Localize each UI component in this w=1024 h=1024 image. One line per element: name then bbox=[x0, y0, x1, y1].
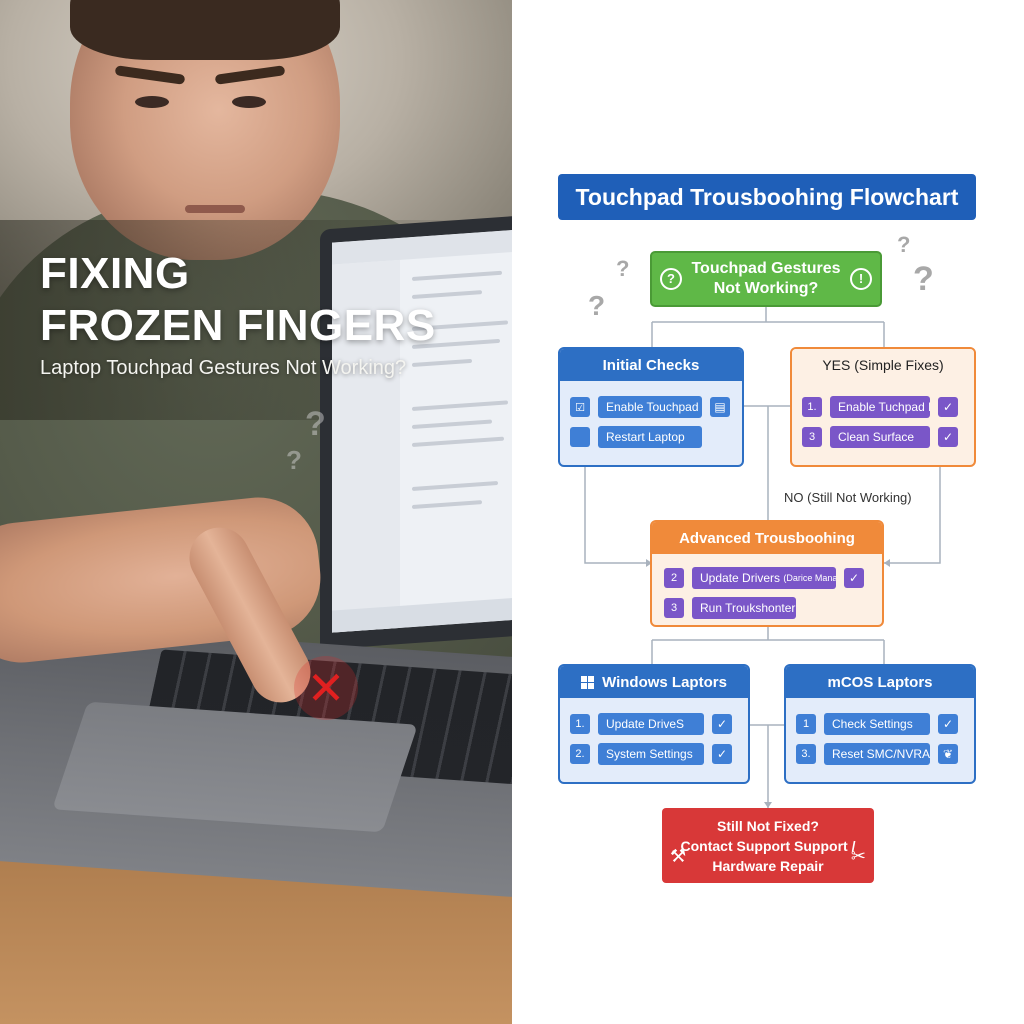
hero-title-line2: FROZEN FINGERS bbox=[40, 301, 436, 350]
hero-photo: ✕ ? ? bbox=[0, 0, 512, 1024]
step-number: 3 bbox=[802, 427, 822, 447]
list-item: 2 Update Drivers (Darice Manage) ✓ bbox=[664, 566, 870, 590]
item-label: Clean Surface bbox=[830, 426, 930, 448]
check-icon: ✓ bbox=[938, 397, 958, 417]
shield-icon: ❦ bbox=[938, 744, 958, 764]
item-label: System Settings bbox=[598, 743, 704, 765]
person-eye-left bbox=[135, 96, 169, 108]
connector-start-split bbox=[651, 307, 885, 347]
windows-logo-icon bbox=[581, 675, 595, 689]
screen-line bbox=[412, 436, 504, 448]
screen-line bbox=[412, 358, 472, 368]
arrowhead bbox=[884, 559, 890, 567]
step-number: 3. bbox=[796, 744, 816, 764]
clipboard-icon: ▤ bbox=[710, 397, 730, 417]
screen-line bbox=[412, 419, 492, 430]
hero-title: FIXING FROZEN FINGERS bbox=[40, 248, 436, 352]
step-number: 1. bbox=[570, 714, 590, 734]
tools-icon: ⚒ bbox=[670, 846, 687, 866]
laptop-touchpad bbox=[52, 701, 418, 833]
check-icon: ✓ bbox=[938, 714, 958, 734]
no-branch-label: NO (Still Not Working) bbox=[784, 490, 912, 505]
step-number: 2. bbox=[570, 744, 590, 764]
list-item: 3 Clean Surface ✓ bbox=[802, 425, 964, 449]
list-item: ☑ Enable Touchpad ▤ bbox=[570, 395, 732, 419]
windows-title: Windows Laptors bbox=[602, 673, 727, 691]
initial-checks-node: Initial Checks ☑ Enable Touchpad ▤ Resta… bbox=[558, 347, 744, 467]
connector-yes-advanced bbox=[884, 467, 941, 564]
macos-title: mCOS Laptors bbox=[786, 666, 974, 698]
step-number: 2 bbox=[664, 568, 684, 588]
question-mark-icon: ? bbox=[897, 232, 911, 257]
step-number: 1. bbox=[802, 397, 822, 417]
initial-checks-title: Initial Checks bbox=[560, 349, 742, 381]
item-label: Enable Touchpad bbox=[598, 396, 702, 418]
list-item: Restart Laptop bbox=[570, 425, 732, 449]
start-node: ? Touchpad Gestures Not Working? ! bbox=[650, 251, 882, 307]
advanced-node: Advanced Trousboohing 2 Update Drivers (… bbox=[650, 520, 884, 627]
macos-node: mCOS Laptors 1 Check Settings ✓ 3. Reset… bbox=[784, 664, 976, 784]
flowchart-title: Touchpad Trousboohing Flowchart bbox=[558, 174, 976, 220]
checkbox-icon: ☑ bbox=[570, 397, 590, 417]
final-node: ⚒ Still Not Fixed? Contact Support Suppo… bbox=[662, 808, 874, 883]
list-item: 2. System Settings ✓ bbox=[570, 742, 738, 766]
windows-header: Windows Laptors bbox=[560, 666, 748, 698]
question-mark-icon: ? bbox=[588, 290, 606, 321]
wrench-icon: ✂ bbox=[850, 846, 866, 866]
final-line3: Hardware Repair bbox=[712, 857, 824, 874]
exclamation-circle-icon: ! bbox=[850, 268, 872, 290]
simple-fixes-node: YES (Simple Fixes) 1. Enable Tuchpad Fnr… bbox=[790, 347, 976, 467]
list-item: 1. Update DriveS ✓ bbox=[570, 712, 738, 736]
connector-os-split bbox=[651, 627, 885, 664]
final-line2: Contact Support Support / bbox=[680, 837, 856, 854]
person-eye-right bbox=[232, 96, 266, 108]
start-line1: Touchpad Gestures bbox=[691, 260, 841, 277]
check-icon: ✓ bbox=[938, 427, 958, 447]
list-item: 3. Reset SMC/NVRAM) ❦ bbox=[796, 742, 964, 766]
check-icon: ✓ bbox=[712, 714, 732, 734]
screen-line bbox=[412, 500, 482, 510]
list-item: 1. Enable Tuchpad Fnr ✓ bbox=[802, 395, 964, 419]
item-label: Reset SMC/NVRAM) bbox=[824, 743, 930, 765]
item-label-main: Update Drivers bbox=[700, 571, 781, 585]
item-label: Restart Laptop bbox=[598, 426, 702, 448]
question-mark-icon: ? bbox=[616, 256, 630, 281]
windows-node: Windows Laptors 1. Update DriveS ✓ 2. Sy… bbox=[558, 664, 750, 784]
connector-final bbox=[750, 724, 784, 808]
item-label: Run Troukshonter bbox=[692, 597, 796, 619]
item-label-sub: (Darice Manage) bbox=[783, 573, 836, 583]
blank-marker-icon bbox=[570, 427, 590, 447]
step-number: 3 bbox=[664, 598, 684, 618]
connector-initial-advanced bbox=[584, 467, 650, 564]
person-hair bbox=[70, 0, 340, 60]
list-item: 1 Check Settings ✓ bbox=[796, 712, 964, 736]
start-line2: Not Working? bbox=[713, 280, 819, 297]
screen-line bbox=[412, 481, 498, 492]
step-number: 1 bbox=[796, 714, 816, 734]
question-mark-icon: ? bbox=[913, 260, 934, 298]
screen-line bbox=[412, 400, 508, 412]
item-label: Update Drivers (Darice Manage) bbox=[692, 567, 836, 589]
question-circle-icon: ? bbox=[660, 268, 682, 290]
check-icon: ✓ bbox=[712, 744, 732, 764]
final-line1: Still Not Fixed? bbox=[717, 817, 819, 834]
simple-fixes-title: YES (Simple Fixes) bbox=[792, 349, 974, 381]
hero-title-line1: FIXING bbox=[40, 249, 190, 298]
hero-subtitle: Laptop Touchpad Gestures Not Working? bbox=[40, 357, 407, 379]
list-item: 3 Run Troukshonter bbox=[664, 596, 870, 620]
question-mark-icon: ? bbox=[286, 445, 302, 475]
error-x-icon: ✕ bbox=[294, 656, 358, 720]
check-icon: ✓ bbox=[844, 568, 864, 588]
advanced-title: Advanced Trousboohing bbox=[652, 522, 882, 554]
item-label: Check Settings bbox=[824, 713, 930, 735]
item-label: Enable Tuchpad Fnr bbox=[830, 396, 930, 418]
item-label: Update DriveS bbox=[598, 713, 704, 735]
person-mouth bbox=[185, 205, 245, 213]
question-mark-icon: ? bbox=[305, 405, 326, 443]
